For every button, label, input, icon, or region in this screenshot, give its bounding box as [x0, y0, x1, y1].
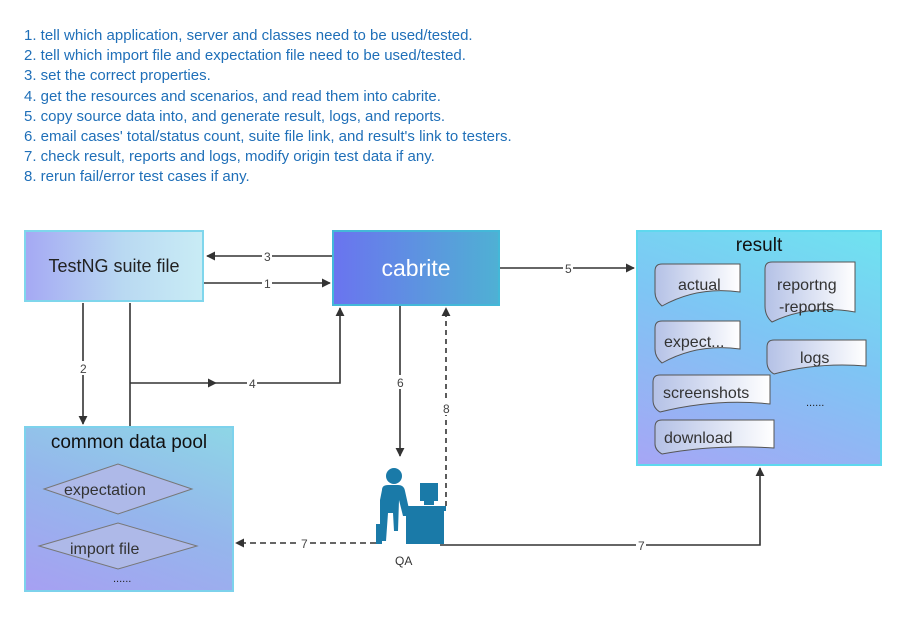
cabrite-node: cabrite	[332, 230, 500, 306]
step-item: 5. copy source data into, and generate r…	[24, 107, 446, 125]
edge-7b-label: 7	[638, 539, 645, 553]
edge-7a-label: 7	[301, 537, 308, 551]
edge-1-label: 1	[264, 277, 271, 291]
pool-more-items: ......	[113, 573, 132, 585]
diamond-import-file: import file	[37, 522, 199, 570]
doc-actual-label: actual	[678, 277, 721, 294]
step-item: 3. set the correct properties.	[24, 67, 211, 85]
doc-expect-label: expect...	[664, 334, 724, 351]
edge-8-label: 8	[443, 402, 450, 416]
steps-list: 1. tell which application, server and cl…	[24, 26, 512, 188]
doc-logs-label: logs	[800, 350, 829, 367]
doc-screenshots: screenshots	[652, 374, 771, 413]
doc-reportng-label-1: reportng	[777, 277, 837, 294]
doc-download: download	[654, 419, 775, 455]
testng-suite-file-node: TestNG suite file	[24, 230, 204, 302]
diamond-expectation: expectation	[42, 463, 194, 515]
step-item: 6. email cases' total/status count, suit…	[24, 128, 512, 146]
doc-download-label: download	[664, 430, 733, 447]
result-title: result	[735, 235, 783, 256]
cabrite-label: cabrite	[381, 254, 451, 281]
doc-expect: expect...	[654, 320, 741, 364]
edge-4-label: 4	[249, 377, 256, 391]
qa-person-icon	[376, 468, 446, 544]
edge-7-to-result	[440, 467, 765, 546]
edge-5-label: 5	[565, 262, 572, 276]
edge-4	[216, 307, 345, 384]
doc-screenshots-label: screenshots	[663, 385, 749, 402]
result-more-items: ......	[806, 397, 825, 409]
doc-logs: logs	[766, 339, 867, 375]
testng-label: TestNG suite file	[48, 255, 180, 276]
doc-actual: actual	[654, 263, 741, 307]
edge-labels: 3 1 5 2 4 6 8 7 7	[78, 249, 646, 553]
edge-6-label: 6	[397, 376, 404, 390]
doc-reportng-label-2: -reports	[779, 299, 834, 316]
doc-reportng: reportng -reports	[764, 261, 856, 323]
qa-label: QA	[395, 554, 413, 568]
step-item: 8. rerun fail/error test cases if any.	[24, 168, 250, 186]
step-item: 7. check result, reports and logs, modif…	[24, 148, 435, 166]
step-item: 4. get the resources and scenarios, and …	[24, 87, 441, 105]
step-item: 1. tell which application, server and cl…	[24, 27, 473, 44]
edge-2-label: 2	[80, 362, 87, 376]
pool-title: common data pool	[50, 432, 208, 453]
edge-3-label: 3	[264, 250, 271, 264]
diamond-expectation-label: expectation	[64, 482, 146, 499]
step-item: 2. tell which import file and expectatio…	[24, 47, 466, 65]
diamond-import-file-label: import file	[70, 541, 139, 558]
